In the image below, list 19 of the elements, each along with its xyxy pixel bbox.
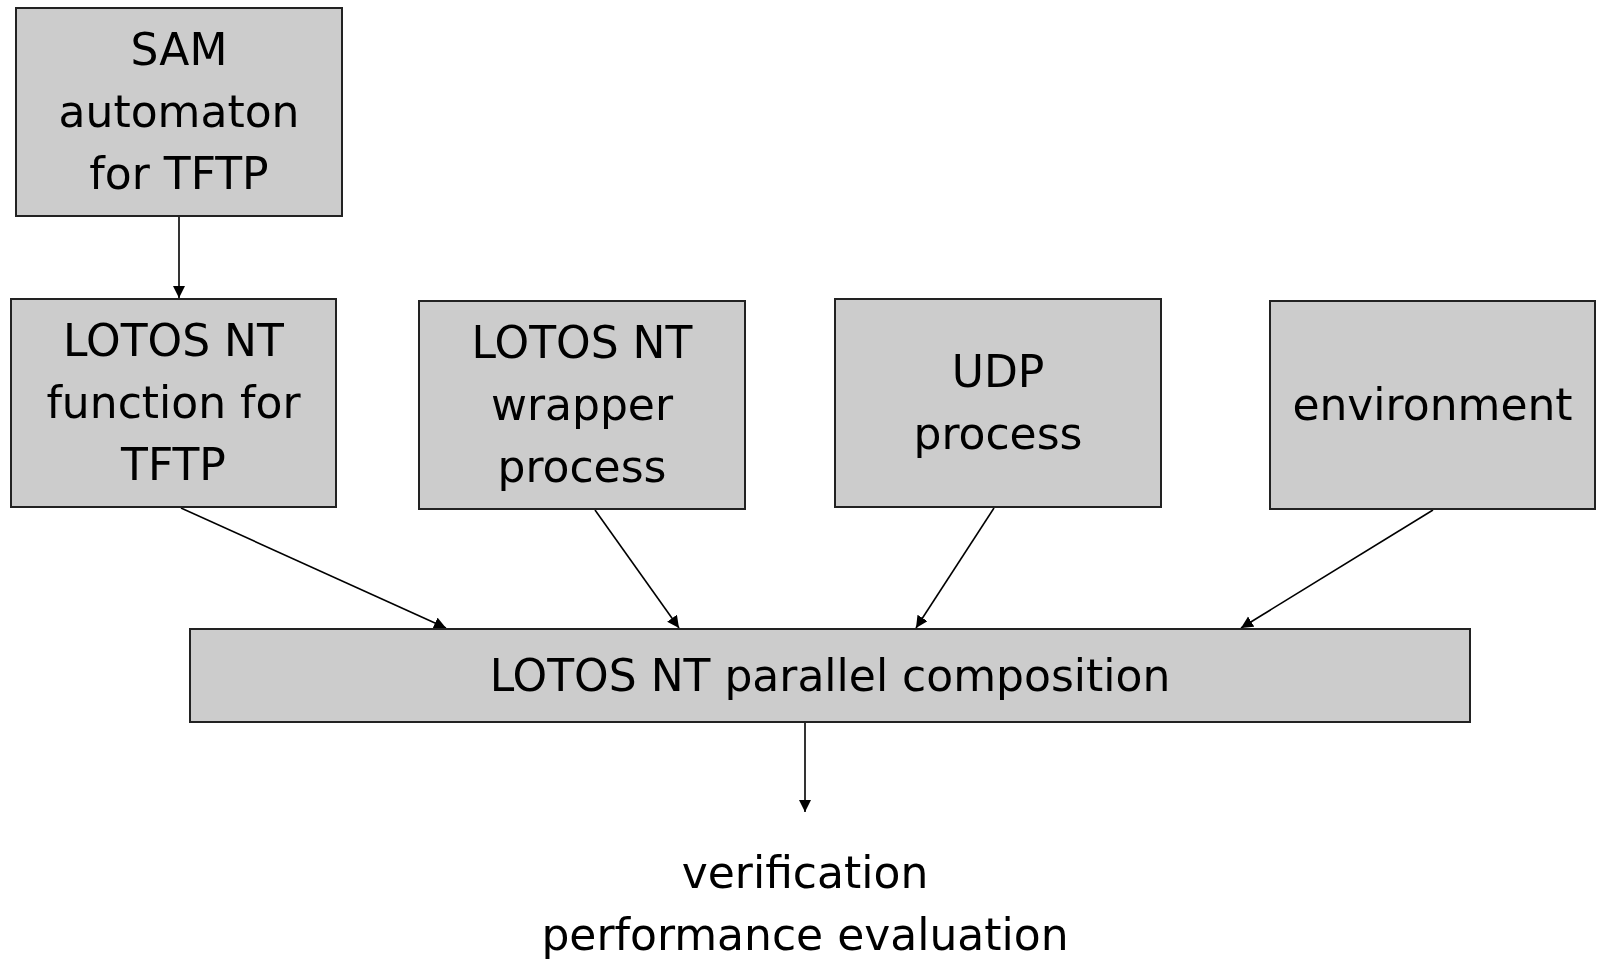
arrow xyxy=(180,507,447,629)
arrow xyxy=(594,509,680,629)
process-box xyxy=(834,298,1162,508)
arrow xyxy=(1240,509,1434,629)
arrow xyxy=(173,216,185,299)
process-box xyxy=(10,298,337,508)
box-label: SAM automaton for TFTP xyxy=(57,23,301,201)
box-label: LOTOS NT wrapper process xyxy=(470,316,694,494)
box-label: LOTOS NT function for TFTP xyxy=(45,314,302,492)
box-label: LOTOS NT parallel composition xyxy=(489,648,1171,703)
box-label: environment xyxy=(1292,378,1573,432)
arrow xyxy=(915,507,995,629)
process-box xyxy=(1269,300,1596,510)
process-box xyxy=(15,7,343,217)
output-label: verification performance evaluation xyxy=(540,846,1070,962)
box-label: UDP process xyxy=(912,345,1084,461)
process-box xyxy=(189,628,1471,723)
arrow xyxy=(799,722,811,813)
process-box xyxy=(418,300,746,510)
